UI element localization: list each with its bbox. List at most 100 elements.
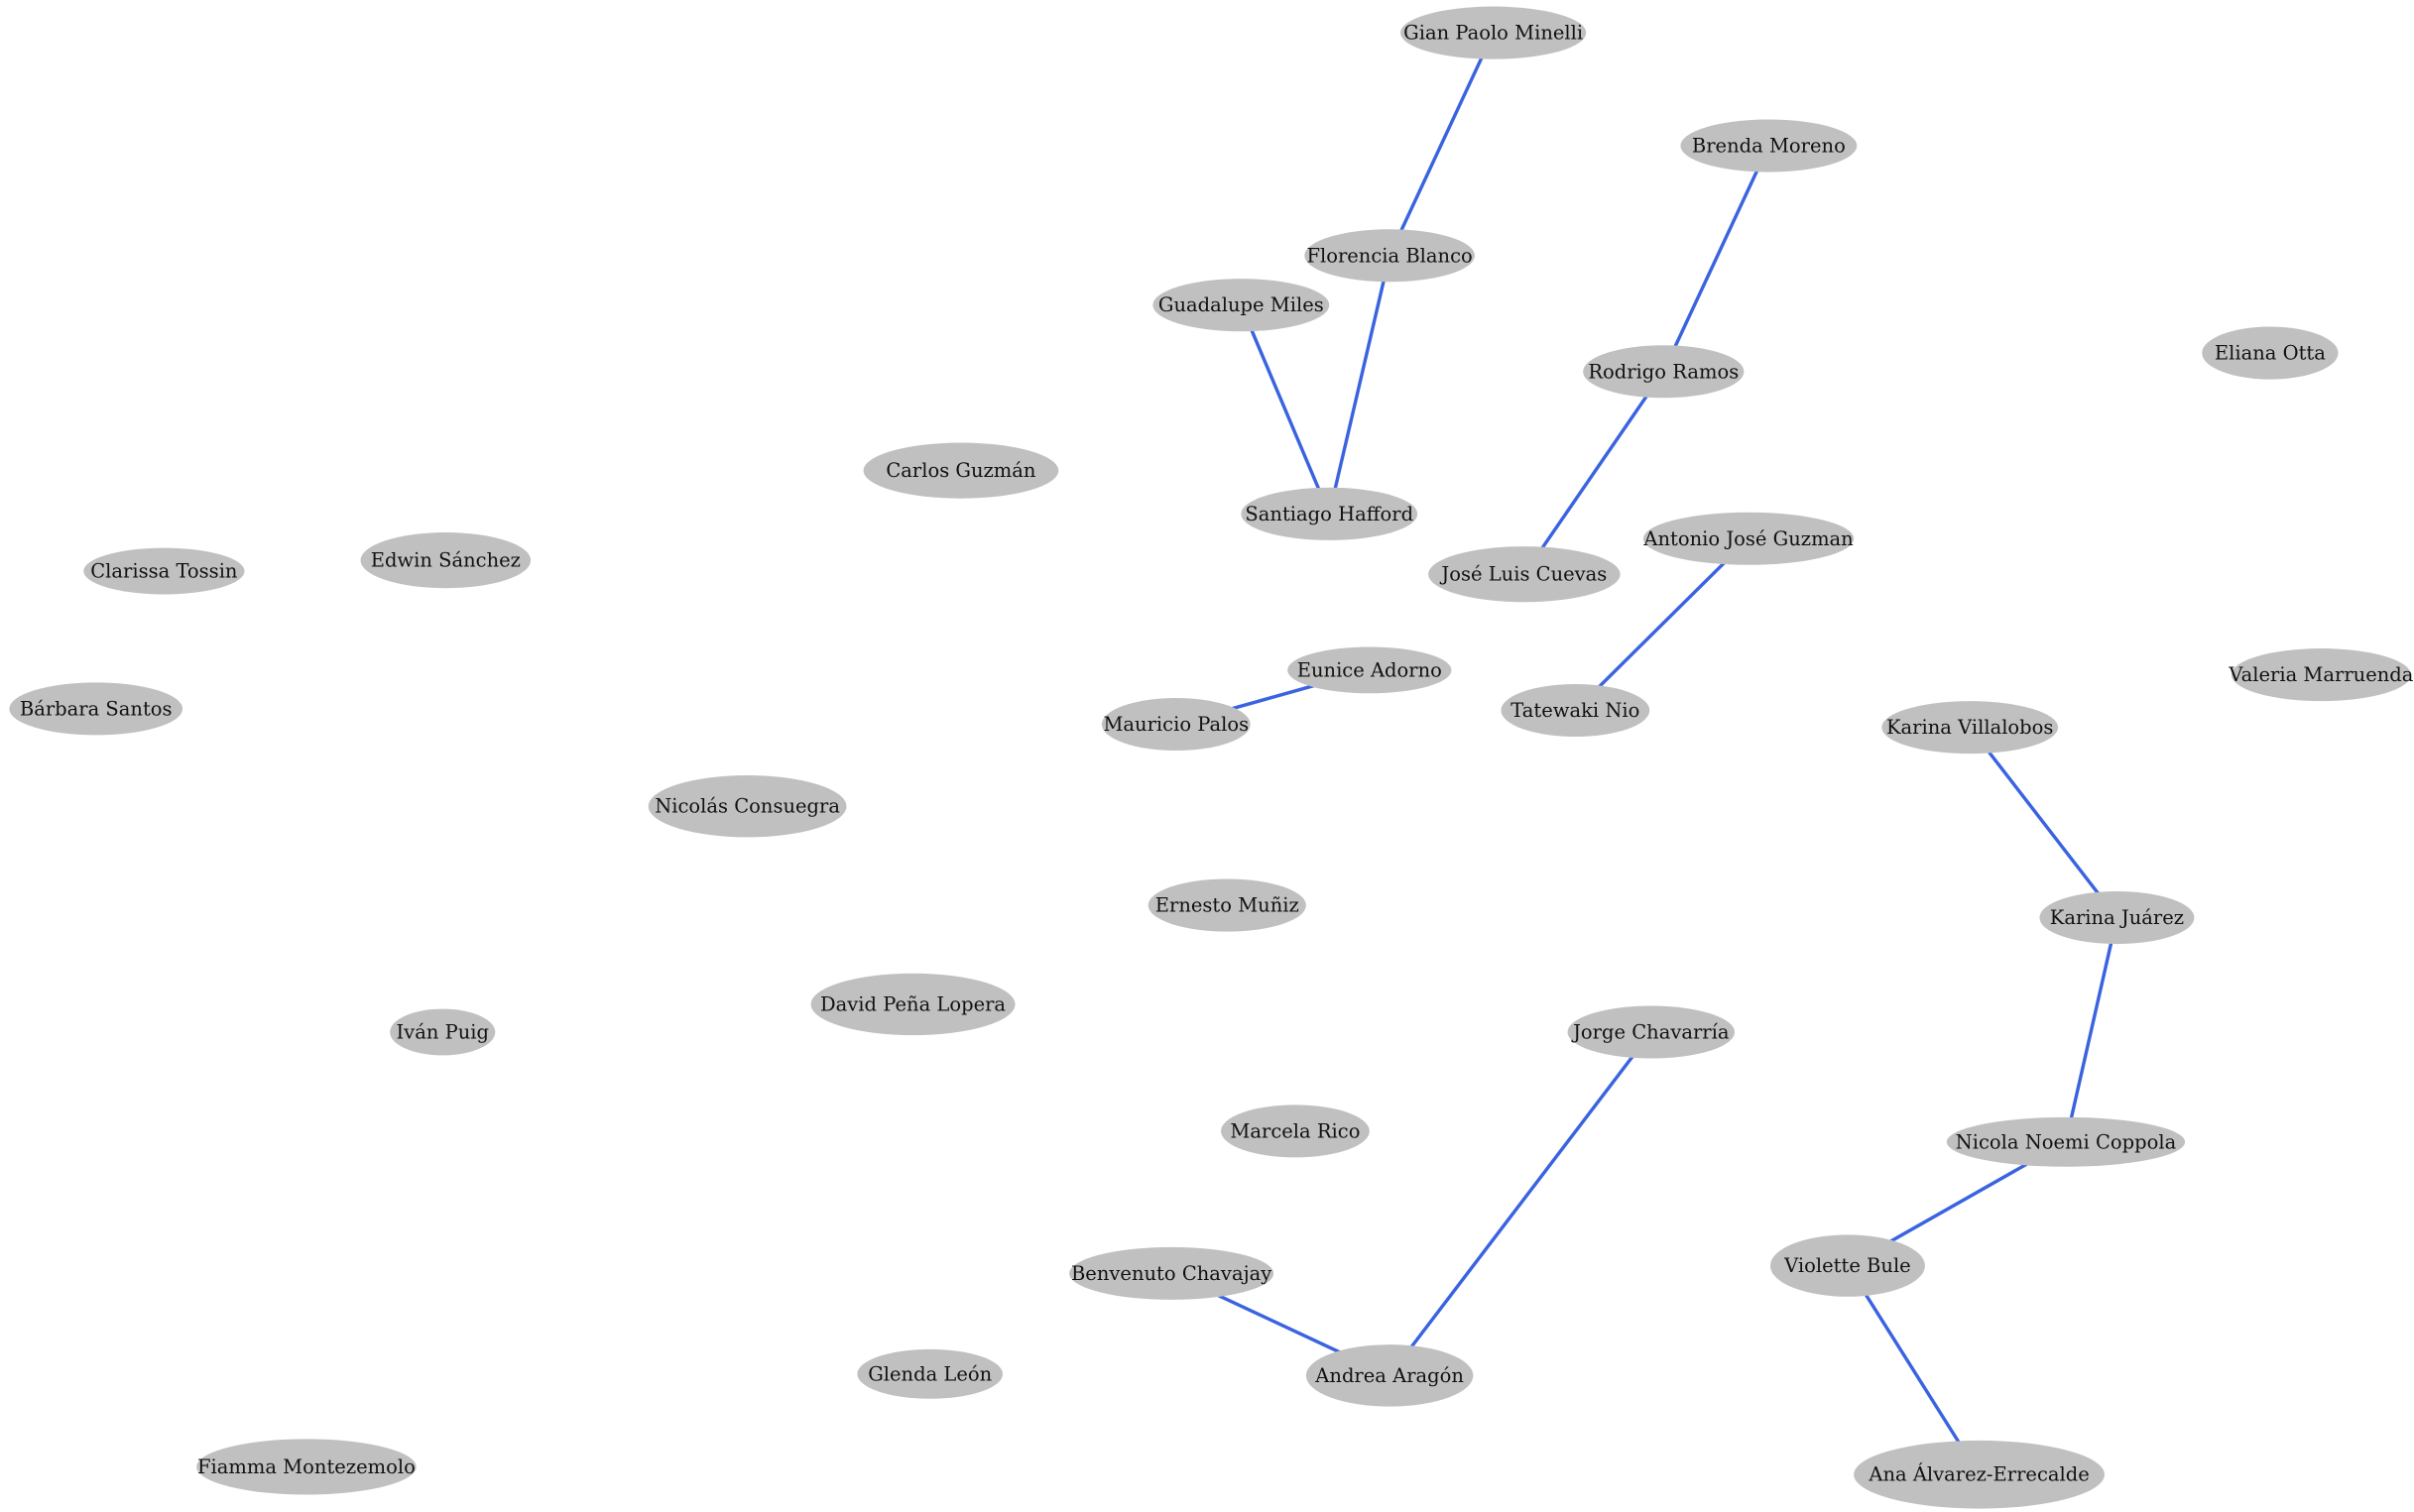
node[interactable]: Karina Juárez [2039,891,2195,945]
node-ellipse[interactable] [1680,119,1858,173]
node-label: Andrea Aragón [1314,1364,1464,1387]
node-label: Jorge Chavarría [1571,1021,1730,1044]
node-ellipse[interactable] [83,547,245,595]
node-ellipse[interactable] [1946,1116,2186,1167]
edge [1968,726,2118,919]
edge [1327,255,1391,515]
node[interactable]: Eunice Adorno [1287,646,1452,694]
node[interactable]: Carlos Guzmán [863,442,1059,499]
node[interactable]: Ana Álvarez-Errecalde [1854,1440,2105,1509]
node[interactable]: Iván Puig [390,1008,496,1056]
node-ellipse[interactable] [1881,701,2059,755]
node[interactable]: Brenda Moreno [1680,119,1858,173]
node-label: Santiago Hafford [1245,503,1413,525]
node-label: Marcela Rico [1230,1119,1360,1142]
node-label: Clarissa Tossin [90,560,238,583]
node-ellipse[interactable] [1428,546,1621,603]
node-ellipse[interactable] [196,1439,417,1495]
node-ellipse[interactable] [1400,6,1587,59]
edge [1846,1264,1982,1476]
node-ellipse[interactable] [2202,326,2339,380]
node[interactable]: Florencia Blanco [1304,229,1475,283]
node[interactable]: Santiago Hafford [1241,487,1418,540]
node[interactable]: Nicolás Consuegra [648,775,847,838]
node-ellipse[interactable] [2039,891,2195,945]
node-label: Karina Juárez [2050,906,2184,929]
edge [2064,917,2119,1143]
node-ellipse[interactable] [360,532,532,589]
node-label: Antonio José Guzman [1642,527,1854,550]
node-ellipse[interactable] [1221,1105,1370,1158]
node-label: Carlos Guzmán [886,459,1036,482]
node-label: Gian Paolo Minelli [1403,22,1583,45]
node[interactable]: Karina Villalobos [1881,701,2059,755]
node-label: Valeria Marruenda [2228,663,2413,686]
node-label: Mauricio Palos [1103,713,1249,736]
node-label: Guadalupe Miles [1158,293,1324,316]
node[interactable]: Edwin Sánchez [360,532,532,589]
node[interactable]: Bárbara Santos [9,682,183,736]
node-label: Eliana Otta [2215,342,2326,365]
node-label: Nicola Noemi Coppola [1956,1130,2177,1153]
node[interactable]: David Peña Lopera [810,973,1016,1036]
node-ellipse[interactable] [648,775,847,838]
node[interactable]: Violette Bule [1769,1234,1925,1297]
edge [1239,304,1331,515]
node[interactable]: José Luis Cuevas [1428,546,1621,603]
node-label: Tatewaki Nio [1510,699,1639,722]
node-ellipse[interactable] [1241,487,1418,540]
node-label: Ernesto Muñiz [1155,894,1299,917]
node[interactable]: Glenda León [857,1348,1004,1399]
node-ellipse[interactable] [857,1348,1004,1399]
node[interactable]: Mauricio Palos [1101,697,1251,752]
node-ellipse[interactable] [1152,279,1330,332]
node[interactable]: Valeria Marruenda [2228,648,2414,702]
edge [1574,537,1750,712]
node-ellipse[interactable] [1567,1005,1736,1059]
node-label: José Luis Cuevas [1439,563,1607,586]
node-label: Benvenuto Chavajay [1071,1262,1271,1285]
node[interactable]: Eliana Otta [2202,326,2339,380]
node-ellipse[interactable] [390,1008,496,1056]
node-label: Fiamma Montezemolo [197,1455,416,1478]
node-ellipse[interactable] [1769,1234,1925,1297]
node[interactable]: Benvenuto Chavajay [1069,1246,1274,1300]
node[interactable]: Nicola Noemi Coppola [1946,1116,2186,1167]
node-ellipse[interactable] [9,682,183,736]
node[interactable]: Andrea Aragón [1305,1344,1474,1407]
node-ellipse[interactable] [1854,1440,2105,1509]
node-ellipse[interactable] [1287,646,1452,694]
node-ellipse[interactable] [863,442,1059,499]
node-ellipse[interactable] [1305,1344,1474,1407]
node[interactable]: Rodrigo Ramos [1583,345,1745,399]
node-label: Iván Puig [396,1021,489,1044]
node-ellipse[interactable] [1304,229,1475,283]
node-label: Karina Villalobos [1886,716,2053,739]
node-ellipse[interactable] [1501,683,1650,737]
node-ellipse[interactable] [1147,878,1306,932]
node-label: Edwin Sánchez [371,549,521,572]
node-label: Eunice Adorno [1297,658,1442,681]
node[interactable]: Gian Paolo Minelli [1400,6,1587,59]
node[interactable]: Tatewaki Nio [1501,683,1650,737]
node-ellipse[interactable] [2231,648,2411,702]
node[interactable]: Marcela Rico [1221,1105,1370,1158]
node[interactable]: Jorge Chavarría [1567,1005,1736,1059]
node-ellipse[interactable] [1069,1246,1274,1300]
node-ellipse[interactable] [1101,697,1251,752]
node-ellipse[interactable] [1583,345,1745,399]
edge [1522,370,1665,576]
node[interactable]: Clarissa Tossin [83,547,245,595]
node-ellipse[interactable] [1642,512,1855,565]
edge [1388,32,1496,257]
node[interactable]: Fiamma Montezemolo [196,1439,417,1495]
node[interactable]: Guadalupe Miles [1152,279,1330,332]
node[interactable]: Antonio José Guzman [1642,512,1855,565]
node-ellipse[interactable] [810,973,1016,1036]
node-label: David Peña Lopera [820,992,1006,1015]
node-label: Florencia Blanco [1306,244,1472,267]
edge [1388,1030,1653,1377]
node[interactable]: Ernesto Muñiz [1147,878,1306,932]
